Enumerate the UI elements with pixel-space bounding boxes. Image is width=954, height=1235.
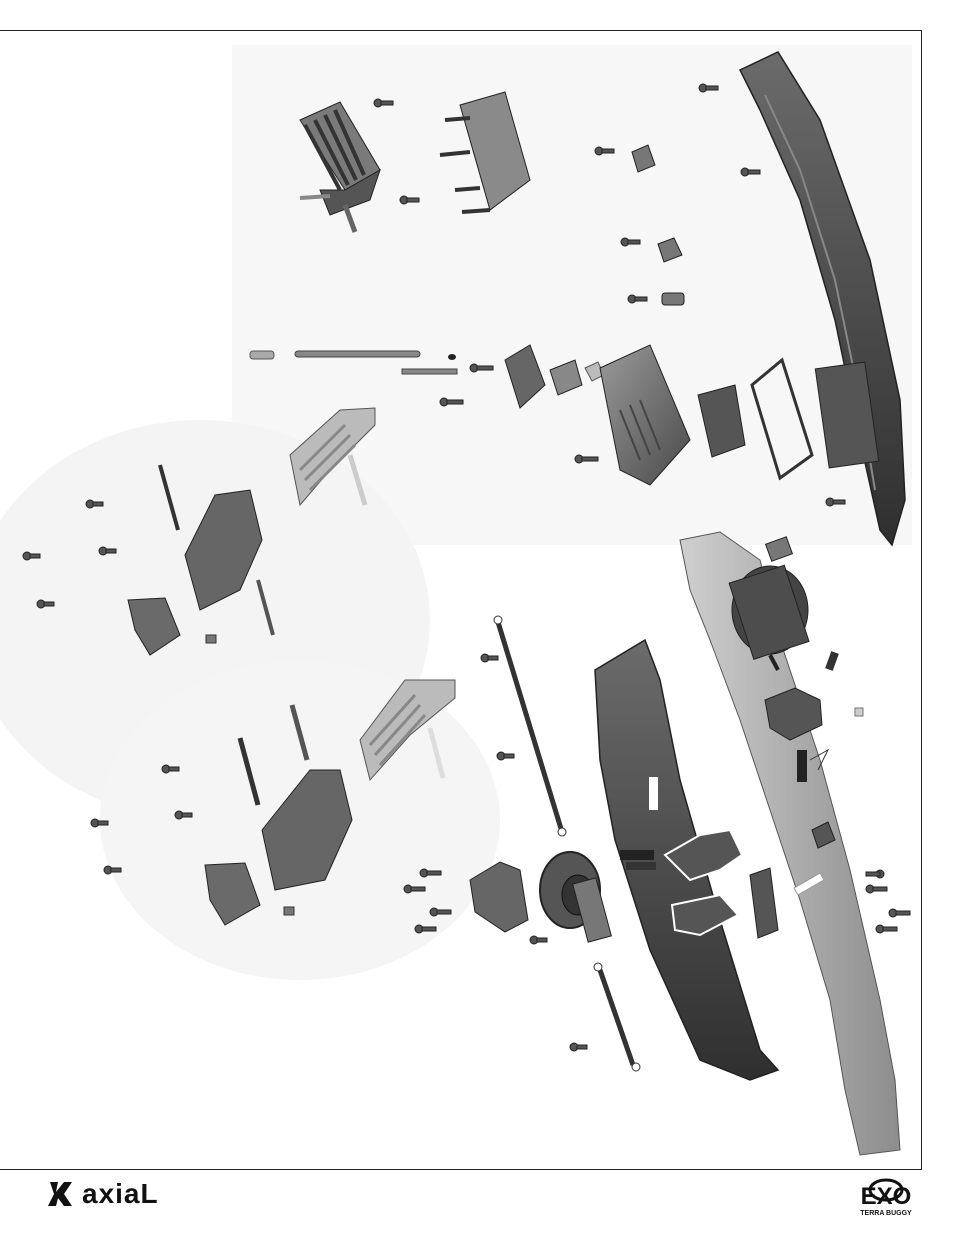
- exo-wordmark: EXO: [861, 1183, 912, 1210]
- screw: [570, 1043, 587, 1051]
- axial-wordmark: axiaL: [82, 1178, 159, 1210]
- screw: [866, 885, 887, 893]
- exo-terra-buggy-logo: EXO TERRA BUGGY: [850, 1172, 922, 1220]
- screw: [889, 909, 910, 917]
- exo-subtitle: TERRA BUGGY: [860, 1210, 912, 1217]
- axial-logo-mark-icon: [44, 1178, 78, 1210]
- axial-logo: axiaL: [44, 1178, 184, 1210]
- screw: [497, 752, 514, 760]
- screw: [876, 925, 897, 933]
- screw: [530, 936, 547, 944]
- exo-logo-mark: EXO TERRA BUGGY: [850, 1172, 922, 1220]
- screw: [866, 870, 884, 878]
- screw: [481, 654, 498, 662]
